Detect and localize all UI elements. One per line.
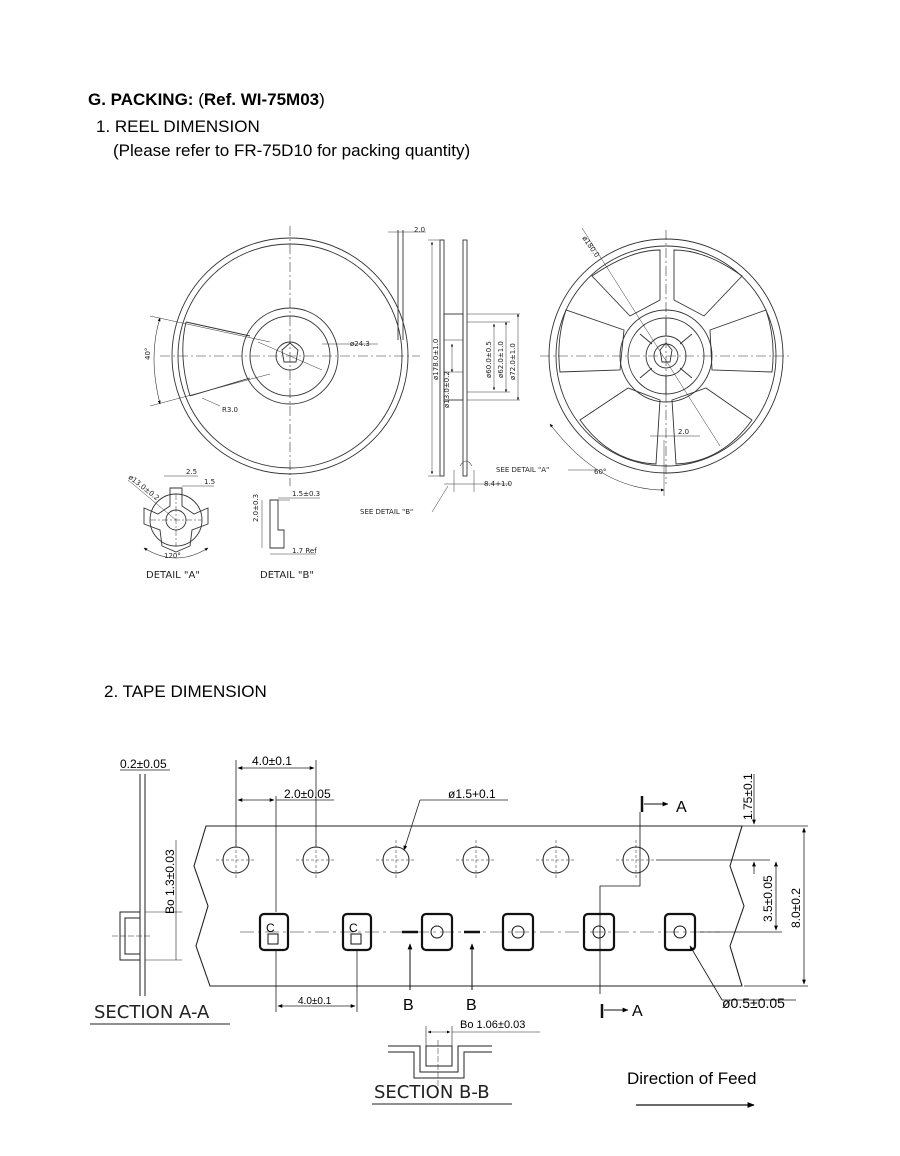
detail-a-angle-label: 120°: [164, 552, 181, 560]
center-distance-label: 3.5±0.05: [761, 875, 775, 922]
tape-right-dimensions: [656, 774, 808, 987]
tape-width-label: 8.0±0.2: [789, 888, 803, 928]
window-angle-label: 60°: [594, 468, 606, 476]
empty-pocket: [420, 912, 454, 952]
see-detail-b-label: SEE DETAIL "B": [360, 508, 413, 516]
detail-b-caption: DETAIL "B": [260, 570, 314, 581]
sprocket-pitch-label: 4.0±0.1: [252, 754, 292, 768]
see-detail-a-label: SEE DETAIL "A": [496, 466, 549, 474]
section-aa-drawing: [90, 769, 230, 1025]
reel-outer-diameter-label: ø178.0±1.0: [432, 339, 440, 380]
cut-b-right-label: B: [466, 997, 477, 1014]
packing-heading-paren-close: ): [319, 90, 325, 109]
tape-bottom-dimensions: [275, 950, 358, 1012]
cut-b-left-label: B: [403, 997, 414, 1014]
tape-top-dimensions: [235, 760, 508, 912]
cut-a-bottom-label: A: [632, 1003, 643, 1020]
center-hole-diameter-label: ø0.5±0.05: [722, 995, 785, 1011]
tape-thickness-label: 0.2±0.05: [120, 757, 167, 771]
hub-diameter-60-label: ø60.0±0.5: [485, 341, 493, 378]
corner-radius-label: R3.0: [222, 406, 238, 414]
pocket-pitch-label: 4.0±0.1: [298, 996, 332, 1007]
hub-diameter-72-label: ø72.0±1.0: [509, 343, 517, 380]
cut-a-top-label: A: [676, 799, 687, 816]
packing-heading-prefix: G. PACKING:: [88, 90, 194, 109]
empty-pocket: [582, 912, 616, 952]
detail-a-diameter-label: ø13.0±0.2: [127, 473, 161, 502]
reel-side-view: [428, 239, 520, 513]
detail-b-drawing: [261, 497, 320, 555]
detail-b-ref-label: 1.7 Ref: [292, 547, 317, 555]
packing-heading-paren-open: (: [193, 90, 204, 109]
empty-pocket: [663, 912, 697, 952]
packing-heading-ref: Ref. WI-75M03: [203, 90, 320, 109]
part-marking: C: [266, 921, 275, 935]
section-cut-markers: [402, 796, 796, 1018]
back-thickness-label: 2.0: [678, 428, 689, 436]
carrier-tape-strip: [193, 825, 745, 987]
detail-a-caption: DETAIL "A": [146, 570, 200, 581]
empty-pocket: [501, 912, 535, 952]
hub-diameter-62-label: ø62.0±1.0: [497, 341, 505, 378]
packing-heading: G. PACKING: (Ref. WI-75M03): [88, 90, 325, 110]
section-bb-caption: SECTION B-B: [374, 1082, 490, 1103]
reel-thickness-label: 2.0: [414, 226, 425, 234]
section-bb-drawing: [372, 1026, 540, 1105]
detail-a-width-label: 2.5: [186, 468, 197, 476]
detail-a-drawing: [127, 475, 214, 559]
reel-width-label: 8.4+1.0: [484, 480, 512, 488]
pocket-with-part: [258, 912, 290, 952]
tape-dimension-title: 2. TAPE DIMENSION: [104, 682, 267, 701]
sprocket-holes: [216, 840, 656, 880]
reel-front-view: [149, 226, 426, 486]
hub-diameter-label: ø24.3: [350, 340, 370, 348]
component-pockets: [258, 912, 697, 952]
section-aa-caption: SECTION A-A: [94, 1002, 210, 1023]
pocket-depth-label: Bo 1.3±0.03: [163, 849, 177, 914]
detail-a-slot-label: 1.5: [204, 478, 215, 486]
half-pitch-label: 2.0±0.05: [284, 787, 331, 801]
direction-of-feed-label: Direction of Feed: [627, 1069, 757, 1088]
packing-quantity-note: (Please refer to FR-75D10 for packing qu…: [113, 141, 471, 160]
reel-outer-diameter-180-label: ø180.0: [580, 235, 601, 260]
detail-b-height-label: 2.0±0.3: [252, 494, 260, 522]
reel-dimension-title: 1. REEL DIMENSION: [96, 117, 260, 136]
detail-b-width-label: 1.5±0.3: [292, 490, 320, 498]
edge-distance-label: 1.75±0.1: [741, 773, 755, 820]
reel-back-view: [540, 227, 792, 496]
part-marking: C: [349, 921, 358, 935]
arbor-hole-diameter-label: ø13.0±0.2: [443, 371, 451, 408]
pocket-width-label: Bo 1.06±0.03: [460, 1019, 525, 1031]
sprocket-hole-diameter-label: ø1.5+0.1: [448, 787, 496, 801]
wedge-angle-label: 40°: [144, 348, 152, 360]
